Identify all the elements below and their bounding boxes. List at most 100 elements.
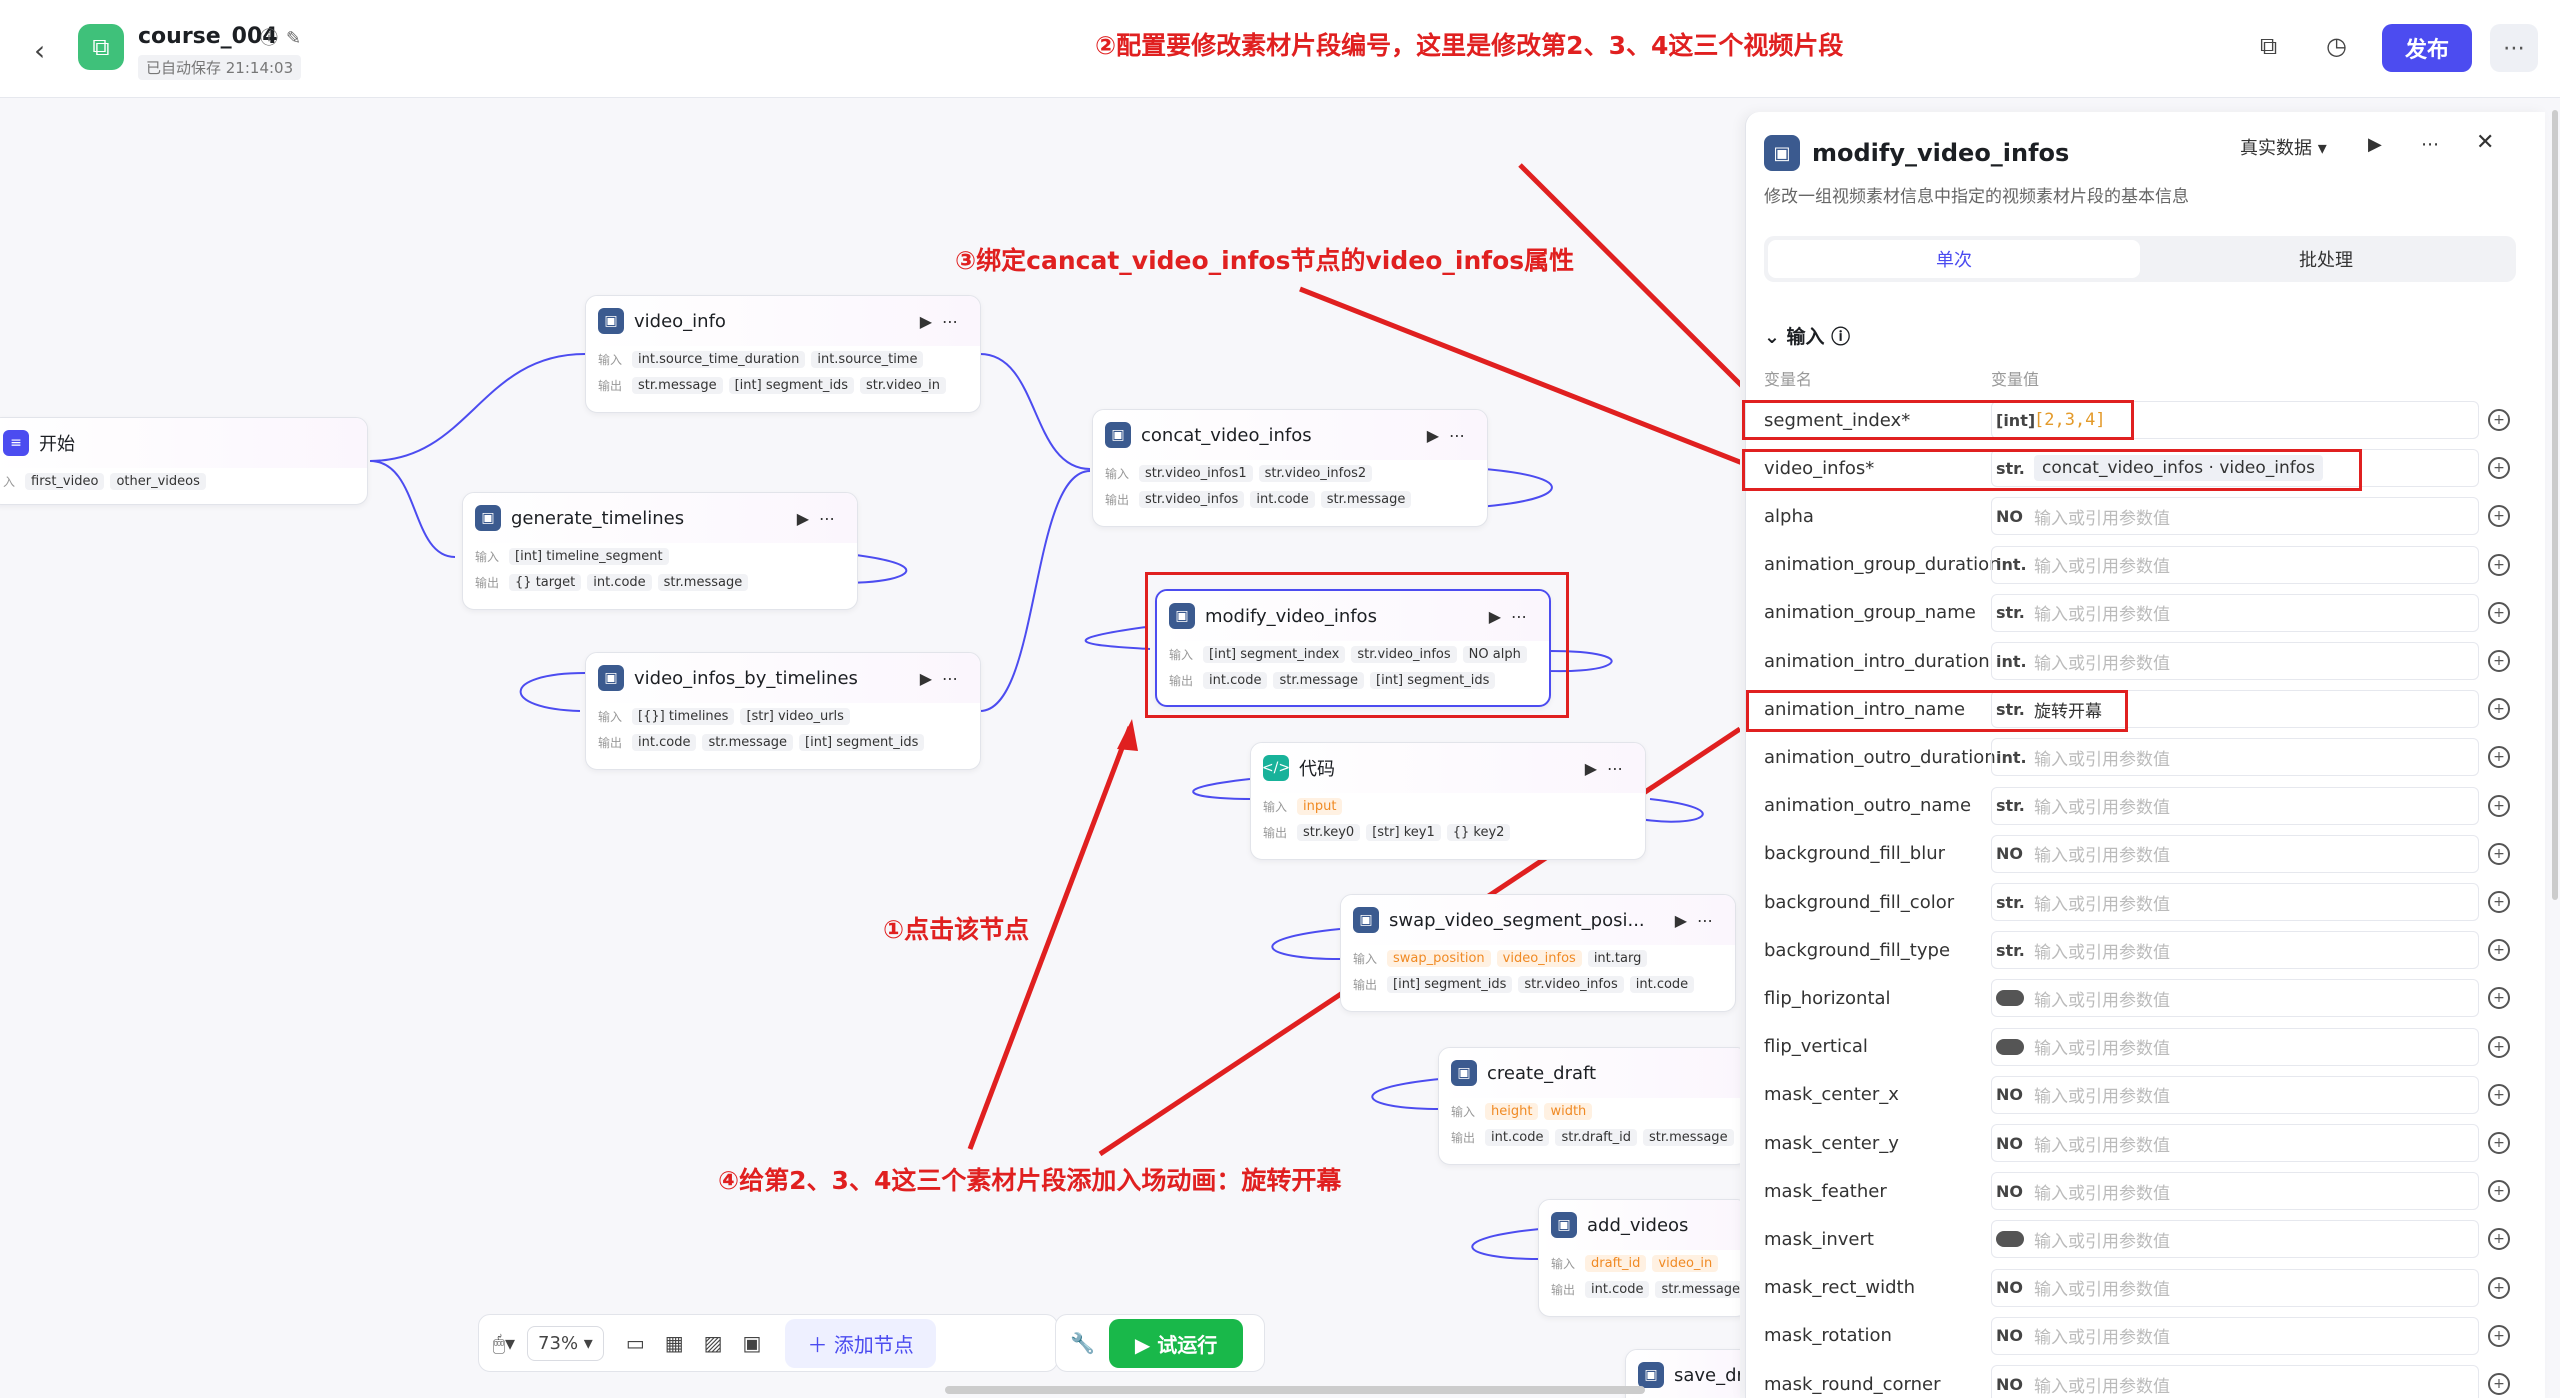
param-input[interactable]: [1991, 1124, 2479, 1162]
param-input[interactable]: [1991, 642, 2479, 680]
canvas-scrollbar[interactable]: [945, 1386, 1645, 1394]
toggle-switch[interactable]: [1996, 1038, 2024, 1055]
more-icon[interactable]: ⋯: [2421, 134, 2439, 155]
wrench-icon[interactable]: 🔧: [1070, 1331, 1095, 1355]
node-run-more-icons[interactable]: ▶⋯: [1488, 606, 1537, 626]
param-input[interactable]: [1991, 1027, 2479, 1066]
add-param-icon[interactable]: +: [2488, 842, 2510, 865]
param-input[interactable]: [1991, 545, 2479, 584]
publish-button[interactable]: 发布: [2382, 24, 2472, 72]
input-section-header[interactable]: ⌄ 输入 ⓘ: [1764, 326, 1851, 348]
param-input[interactable]: [1991, 1075, 2479, 1114]
param-input[interactable]: [1991, 931, 2479, 970]
node-run-more-icons[interactable]: ▶⋯: [796, 508, 845, 528]
add-param-icon[interactable]: +: [2488, 601, 2510, 624]
node-run-more-icons[interactable]: ▶⋯: [1426, 425, 1475, 445]
add-param-icon[interactable]: +: [2488, 457, 2510, 480]
param-reference[interactable]: concat_video_infos · video_infos: [2034, 455, 2324, 482]
param-value: 输入或引用参数值: [2034, 557, 2170, 578]
back-arrow-icon[interactable]: ‹: [34, 34, 46, 67]
param-input[interactable]: [1991, 1365, 2479, 1398]
param-input[interactable]: [1991, 1172, 2479, 1211]
grid-icon[interactable]: ▦: [664, 1331, 684, 1355]
node-modify-video-infos[interactable]: ▣modify_video_infos▶⋯ 输入[int] segment_in…: [1155, 589, 1551, 707]
add-param-icon[interactable]: +: [2488, 1132, 2510, 1154]
param-input[interactable]: [1991, 1220, 2479, 1259]
add-param-icon[interactable]: +: [2488, 794, 2510, 817]
add-param-icon[interactable]: +: [2488, 1180, 2510, 1203]
history-icon[interactable]: ◷: [2326, 32, 2347, 60]
node-video-infos-by-timelines[interactable]: ▣video_infos_by_timelines▶⋯ 输入[{}] timel…: [585, 652, 981, 770]
highlight-intro-name: [1746, 690, 2128, 732]
param-value: 输入或引用参数值: [2034, 798, 2170, 819]
close-icon[interactable]: ✕: [2476, 130, 2495, 155]
add-param-icon[interactable]: +: [2488, 987, 2510, 1010]
node-run-more-icons[interactable]: ▶⋯: [1584, 758, 1633, 778]
param-input[interactable]: [1991, 1268, 2479, 1307]
param-input[interactable]: [1991, 883, 2479, 921]
add-param-icon[interactable]: +: [2488, 553, 2510, 576]
run-icon[interactable]: ▶: [2368, 134, 2382, 155]
panel-scrollbar[interactable]: [2552, 110, 2558, 900]
copy-icon[interactable]: ⧉: [2260, 32, 2278, 60]
param-input[interactable]: [1991, 738, 2479, 777]
more-icon[interactable]: ⋯: [2490, 24, 2538, 72]
annotation-4: ④给第2、3、4这三个素材片段添加入场动画：旋转开幕: [718, 1166, 1342, 1195]
add-param-icon[interactable]: +: [2488, 650, 2510, 672]
zoom-select[interactable]: 73% ▾: [527, 1325, 604, 1361]
param-input[interactable]: [1991, 834, 2479, 873]
param-name: flip_horizontal: [1764, 987, 1891, 1009]
param-type: str.: [1996, 892, 2025, 912]
param-type: int.: [1996, 747, 2027, 767]
param-input[interactable]: [1991, 497, 2479, 536]
add-param-icon[interactable]: +: [2488, 1324, 2510, 1347]
node-run-more-icons[interactable]: ▶⋯: [919, 668, 968, 688]
add-param-icon[interactable]: +: [2488, 1373, 2510, 1395]
param-input[interactable]: [1991, 1316, 2479, 1355]
param-value: 输入或引用参数值: [2034, 990, 2170, 1011]
param-input[interactable]: [1991, 593, 2479, 632]
toggle-switch[interactable]: [1996, 990, 2024, 1007]
param-value: 输入或引用参数值: [2034, 1135, 2170, 1156]
param-input[interactable]: [1991, 401, 2479, 439]
image-icon[interactable]: ▨: [703, 1331, 723, 1355]
param-input[interactable]: [1991, 786, 2479, 825]
test-run-button[interactable]: ▶ 试运行: [1108, 1318, 1244, 1368]
add-param-icon[interactable]: +: [2488, 1035, 2510, 1058]
tab-single[interactable]: 单次: [1768, 240, 2140, 278]
comment-icon[interactable]: ▭: [625, 1331, 645, 1355]
add-param-icon[interactable]: +: [2488, 939, 2510, 962]
param-input[interactable]: [1991, 690, 2479, 729]
node-run-more-icons[interactable]: ▶⋯: [919, 311, 968, 331]
mouse-icon[interactable]: 🖱▾: [493, 1331, 516, 1355]
add-param-icon[interactable]: +: [2488, 1228, 2510, 1251]
param-input[interactable]: [1991, 979, 2479, 1018]
param-type: str.: [1996, 796, 2025, 816]
node-generate-timelines[interactable]: ▣generate_timelines▶⋯ 输入[int] timeline_s…: [462, 492, 858, 610]
add-param-icon[interactable]: +: [2488, 1083, 2510, 1106]
project-title[interactable]: course_004: [138, 24, 278, 49]
add-param-icon[interactable]: +: [2488, 698, 2510, 721]
add-param-icon[interactable]: +: [2488, 409, 2510, 431]
tab-batch[interactable]: 批处理: [2299, 250, 2353, 271]
add-param-icon[interactable]: +: [2488, 891, 2510, 913]
add-param-icon[interactable]: +: [2488, 746, 2510, 769]
data-mode-select[interactable]: 真实数据 ▾: [2240, 138, 2327, 159]
minimap-icon[interactable]: ▣: [742, 1331, 762, 1355]
info-edit-icons[interactable]: ⓘ✎: [260, 28, 310, 49]
add-param-icon[interactable]: +: [2488, 505, 2510, 528]
node-run-more-icons[interactable]: ▶⋯: [1674, 910, 1723, 930]
toggle-switch[interactable]: [1996, 1231, 2024, 1248]
add-param-icon[interactable]: +: [2488, 1276, 2510, 1299]
param-name: animation_group_duration: [1764, 554, 2001, 576]
add-node-button[interactable]: ＋ 添加节点: [785, 1318, 936, 1368]
